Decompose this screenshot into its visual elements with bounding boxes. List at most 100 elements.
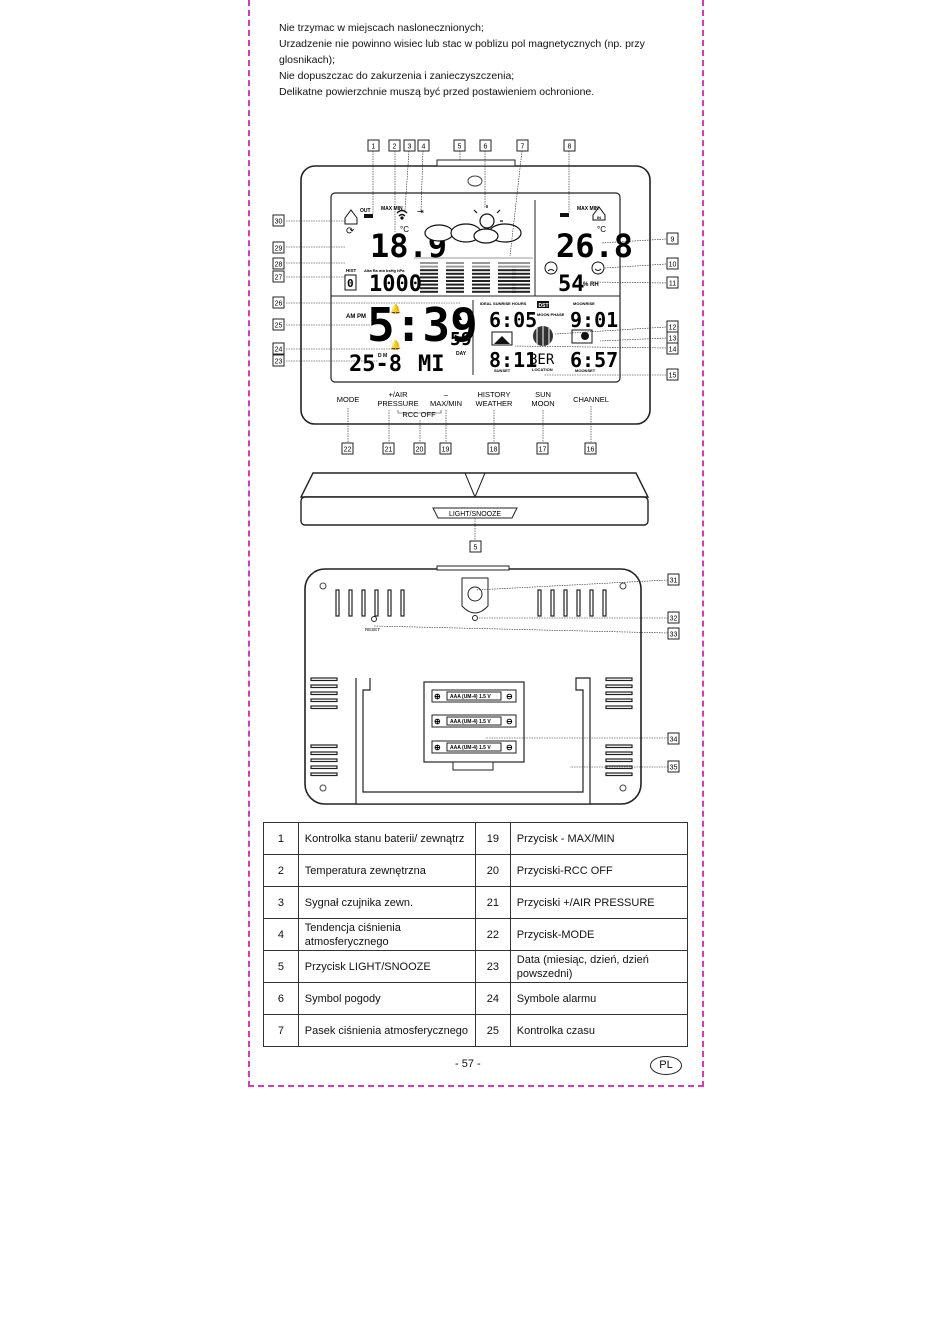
part-description: Pasek ciśnienia atmosferycznego (297, 1014, 476, 1047)
pressure-bar-segment (446, 276, 464, 279)
dst-label: DST (539, 303, 549, 309)
house-in-icon (592, 206, 606, 221)
pressure-bar-segment (472, 287, 490, 290)
callout-box (666, 232, 679, 245)
vent-slot (310, 758, 338, 763)
moonset-value: 6:57 (570, 348, 618, 372)
callout-number: 6 (484, 144, 488, 151)
vent-slot (602, 589, 607, 617)
callout-number: 3 (408, 144, 412, 151)
callout-box (341, 442, 354, 455)
alarm-bell-icon-2: 🔔 (390, 340, 401, 350)
pressure-bar-segment (472, 269, 490, 272)
vent-slot (400, 589, 405, 617)
mode-button[interactable]: MODE (337, 395, 360, 404)
indoor-temp: 26.8 (556, 227, 633, 265)
air-pressure-button-label2: PRESSURE (377, 399, 418, 408)
callout-box (403, 139, 416, 152)
vent-slot (310, 744, 338, 749)
vent-slot (361, 589, 366, 617)
callout-box (666, 342, 679, 355)
vent-slot (589, 589, 594, 617)
pressure-bar-segment (498, 262, 516, 264)
max-min-in-label: MAX MIN (577, 206, 599, 212)
vent-slot (576, 589, 581, 617)
vent-slot (605, 705, 633, 710)
light-snooze-button[interactable]: LIGHT/SNOOZE (449, 511, 501, 518)
pressure-bar-segment (446, 265, 464, 268)
part-description: Przyciski-RCC OFF (509, 854, 689, 887)
max-min-button[interactable]: MAX/MIN (430, 399, 462, 408)
weather-symbol-icon (424, 205, 522, 244)
callout-box (479, 139, 492, 152)
hist-label: HIST (346, 268, 357, 273)
callout-box (563, 139, 576, 152)
humidity-unit: % RH (583, 282, 599, 288)
sun-button[interactable]: SUN (535, 390, 551, 399)
callout-number: 32 (670, 616, 678, 623)
callout-number: 12 (669, 325, 677, 332)
air-pressure-button[interactable]: +/AIR (389, 390, 409, 399)
comfort-happy-icon (591, 261, 605, 275)
callout-box (453, 139, 466, 152)
callout-number: 14 (669, 347, 677, 354)
callout-number: 17 (539, 447, 547, 454)
vent-slot (605, 677, 633, 682)
pressure-bar-segment (512, 280, 530, 282)
pressure-bar-segment (512, 287, 530, 290)
comfort-sad-icon (544, 261, 558, 275)
callout-number: 4 (422, 144, 426, 151)
part-description: Data (miesiąc, dzień, dzień powszedni) (509, 950, 689, 983)
callout-number: 13 (669, 336, 677, 343)
callout-box (272, 214, 285, 227)
reset-button[interactable] (371, 616, 377, 622)
callout-box (272, 270, 285, 283)
sunrise-icon (491, 331, 513, 346)
callout-box (666, 257, 679, 270)
rcc-off-button[interactable]: RCC OFF (402, 410, 436, 419)
history-button[interactable]: HISTORY (477, 390, 510, 399)
back-view-diagram: RESET AAA (UM-4) 1.5 V⊕⊖AAA (UM-4) 1.5 V… (304, 565, 680, 805)
wall-mount-hole-icon (461, 577, 489, 621)
intro-line: Nie trzymac w miejscach naslonecznionych… (279, 22, 484, 34)
callout-box (666, 368, 679, 381)
pressure-bar-segment (446, 269, 464, 272)
callout-number: 22 (344, 447, 352, 454)
vent-slot (605, 751, 633, 756)
callout-box (413, 442, 426, 455)
dst-badge (537, 301, 549, 308)
sunset-value: 8:11 (489, 348, 537, 372)
pressure-bar-segment (512, 269, 530, 272)
signal-icon (396, 209, 408, 220)
callout-number: 35 (670, 765, 678, 772)
page-number: - 57 - (455, 1058, 481, 1070)
pressure-bar-segment (498, 287, 516, 290)
minus-button[interactable]: – (444, 390, 449, 399)
pressure-bar-segment (498, 269, 516, 272)
callout-number: 23 (275, 359, 283, 366)
pressure-bar-segment (472, 283, 490, 286)
vent-slot (387, 589, 392, 617)
part-description: Kontrolka czasu (509, 1014, 689, 1047)
part-number: 25 (474, 1014, 511, 1047)
seconds-value: 59 (450, 329, 472, 350)
part-description: Przycisk - MAX/MIN (509, 822, 689, 855)
pressure-unit-label: Alta Ra mb bsHg hPa (364, 268, 405, 273)
callout-box (272, 318, 285, 331)
callout-number: 20 (416, 447, 424, 454)
pressure-bar-segment (498, 280, 516, 282)
rcc-tower-icon: ▲ (455, 312, 464, 322)
pressure-bar-segment (420, 265, 438, 268)
pressure-bar-segment (512, 283, 530, 286)
weekday-value: MI (418, 352, 445, 377)
vent-slot (310, 684, 338, 689)
part-number: 6 (263, 982, 299, 1015)
pressure-bar-segment (420, 280, 438, 282)
pressure-bar-segment (446, 290, 464, 293)
channel-button[interactable]: CHANNEL (573, 395, 609, 404)
vent-slot (310, 772, 338, 777)
callout-box (667, 627, 680, 640)
in-label: IN (597, 215, 601, 220)
